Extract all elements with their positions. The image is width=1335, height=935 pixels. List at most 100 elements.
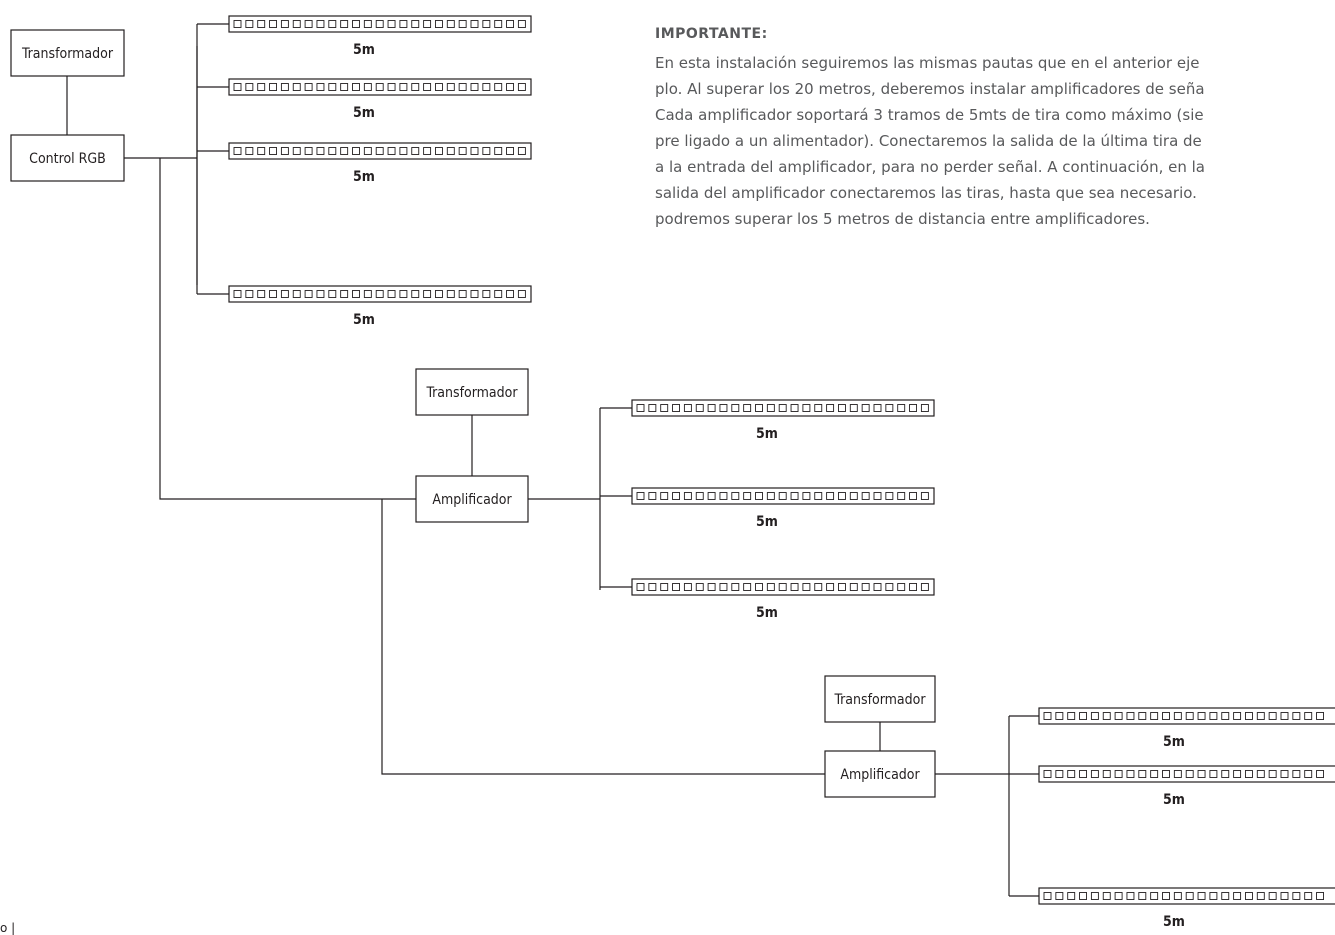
led-chip — [517, 83, 526, 91]
amplifier-box-1-frame — [415, 475, 529, 523]
led-chip — [1221, 770, 1230, 778]
led-chip — [660, 492, 669, 500]
led-chip — [1114, 770, 1123, 778]
led-chip — [672, 583, 680, 591]
led-chip — [909, 583, 917, 591]
led-chip — [1209, 770, 1218, 778]
led-chip — [423, 147, 432, 155]
led-chip — [316, 147, 325, 155]
led-chip — [304, 290, 313, 298]
led-chip — [399, 20, 408, 28]
led-chip — [269, 83, 277, 91]
led-chip — [304, 147, 313, 155]
led-chip — [1256, 712, 1265, 720]
led-chip — [470, 20, 479, 28]
led-chip — [340, 83, 349, 91]
note-title: IMPORTANTE: — [655, 26, 768, 42]
led-chip — [257, 147, 266, 155]
led-strip-frame — [631, 578, 935, 596]
led-strip-g3-3: 5m — [1038, 887, 1335, 930]
led-chip — [1043, 770, 1052, 778]
led-strip-g2-1: 5m — [631, 399, 935, 442]
led-chip — [399, 147, 408, 155]
led-chip — [1138, 712, 1147, 720]
led-chip — [1173, 770, 1182, 778]
led-chip — [292, 290, 301, 298]
led-chip — [1209, 712, 1218, 720]
led-chip — [352, 147, 360, 155]
strip-length-label: 5m — [353, 105, 375, 121]
led-chip — [446, 290, 455, 298]
led-chip — [1197, 712, 1206, 720]
led-chip — [375, 147, 384, 155]
led-chip — [1185, 712, 1194, 720]
led-chip — [790, 404, 799, 412]
led-chip — [766, 404, 775, 412]
led-chip — [683, 404, 692, 412]
led-chip — [743, 492, 752, 500]
led-chip — [695, 492, 704, 500]
led-strip-frame — [631, 399, 935, 417]
led-chip — [446, 147, 455, 155]
strip-length-label: 5m — [756, 605, 778, 621]
led-chip — [766, 583, 775, 591]
led-chip — [766, 492, 775, 500]
led-chip — [446, 20, 455, 28]
led-chip — [778, 583, 787, 591]
led-chip — [1173, 712, 1182, 720]
amplifier-box-1: Amplificador — [415, 475, 529, 523]
led-chip — [316, 20, 325, 28]
led-chip — [1114, 892, 1123, 900]
led-chip — [861, 583, 870, 591]
led-strip-g2-3: 5m — [631, 578, 935, 621]
led-chip — [1162, 770, 1170, 778]
led-chip — [399, 83, 408, 91]
led-chip — [909, 492, 917, 500]
led-chip — [1067, 712, 1076, 720]
led-chip — [304, 20, 313, 28]
led-chip — [458, 20, 467, 28]
led-chip — [411, 20, 420, 28]
led-chip — [1126, 712, 1135, 720]
strip-length-label: 5m — [1163, 734, 1185, 750]
transformer-box-3: Transformador — [824, 675, 936, 723]
led-chip — [506, 290, 514, 298]
page-number-mark: o | — [0, 921, 16, 935]
led-chip — [446, 83, 455, 91]
transformer-box-1: Transformador — [10, 29, 125, 77]
led-chip — [1221, 712, 1230, 720]
led-chip — [861, 404, 870, 412]
led-chip — [1079, 712, 1088, 720]
trunk-wire-1 — [159, 158, 416, 500]
led-chip — [1102, 770, 1111, 778]
led-chip — [269, 20, 277, 28]
led-chip — [1126, 892, 1135, 900]
led-chip — [328, 147, 337, 155]
led-chip — [826, 492, 835, 500]
led-chip — [790, 492, 799, 500]
led-chip — [316, 290, 325, 298]
led-chip — [683, 492, 692, 500]
strip-length-label: 5m — [353, 169, 375, 185]
led-chip — [920, 404, 929, 412]
strip-length-label: 5m — [756, 426, 778, 442]
led-strip-frame — [631, 487, 935, 505]
led-chip — [897, 404, 906, 412]
led-chip — [233, 290, 242, 298]
led-chip — [1090, 892, 1099, 900]
led-chip — [245, 83, 254, 91]
led-strip-g1-4: 5m — [228, 285, 532, 328]
led-chip — [1043, 712, 1052, 720]
led-chip — [1256, 770, 1265, 778]
led-chip — [1280, 892, 1289, 900]
led-chip — [743, 583, 752, 591]
led-chip — [707, 404, 716, 412]
led-chip — [328, 290, 337, 298]
led-chip — [838, 492, 846, 500]
note-line: podremos superar los 5 metros de distanc… — [655, 210, 1150, 228]
strip-length-label: 5m — [353, 312, 375, 328]
led-chip — [1280, 712, 1289, 720]
led-chip — [1150, 712, 1159, 720]
